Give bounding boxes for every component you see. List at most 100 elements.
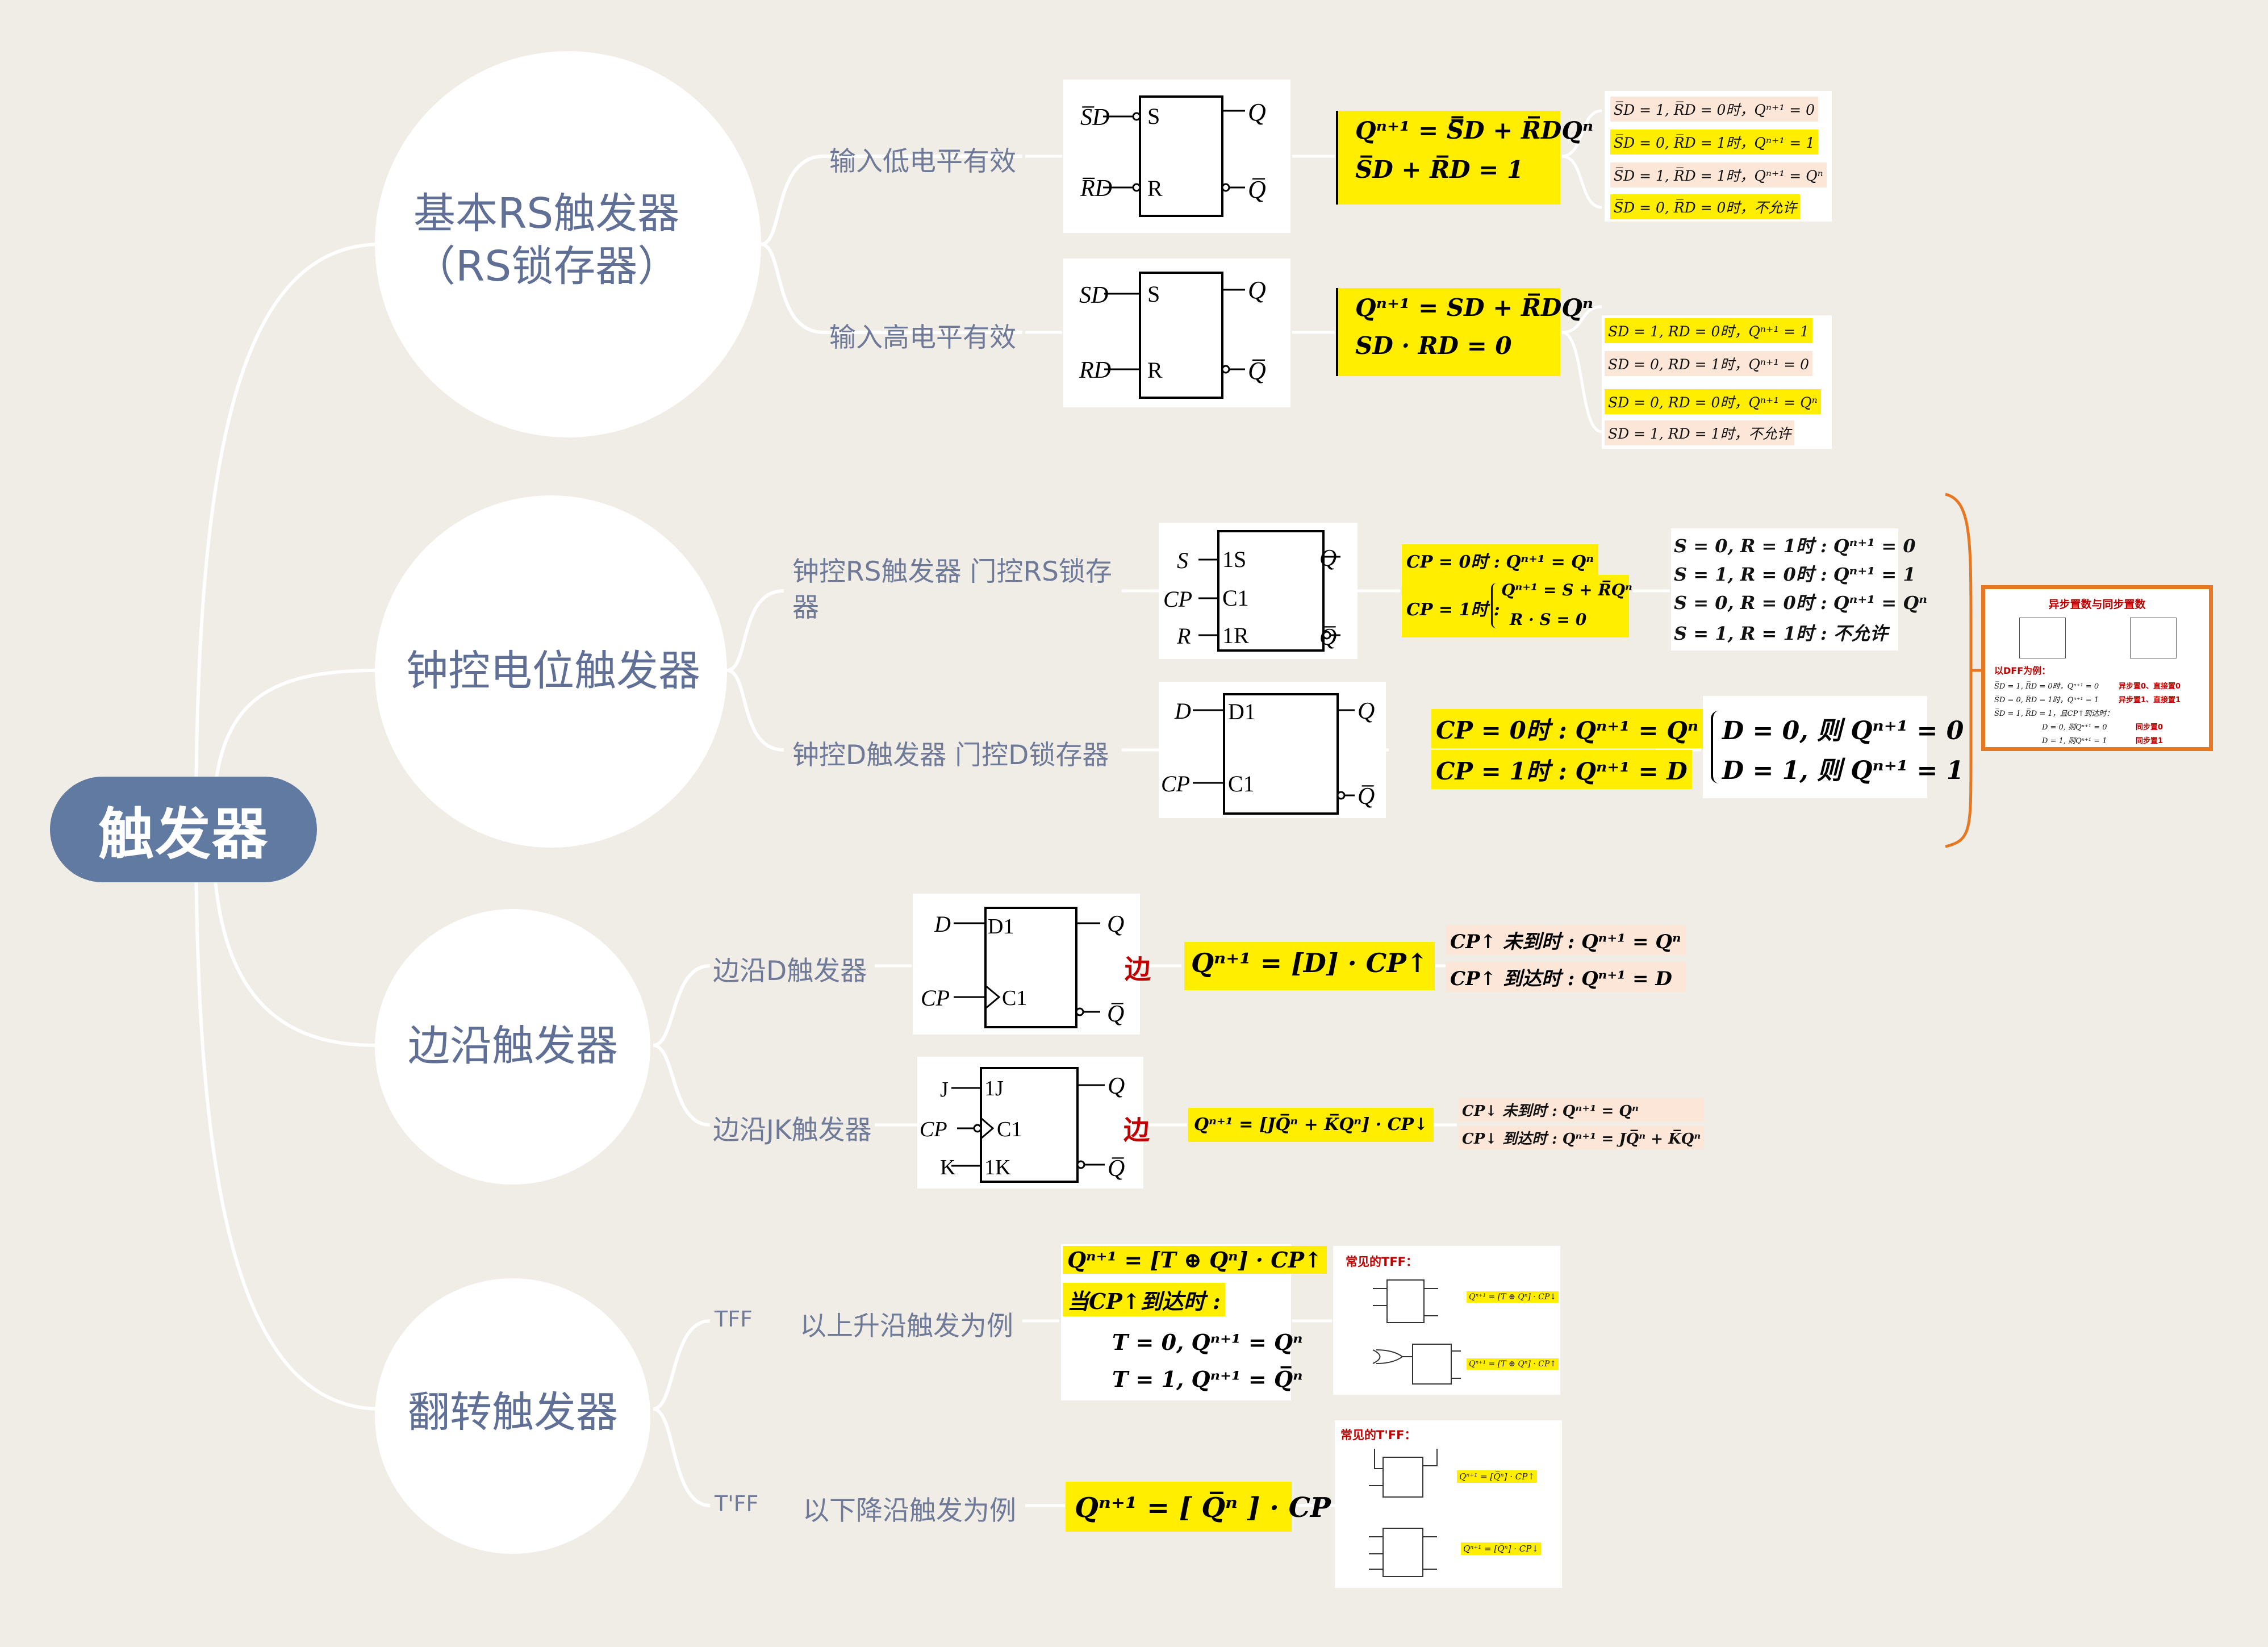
sub-low-label[interactable]: 输入低电平有效 [829,146,1016,177]
branch-toggle-title: 翻转触发器 [408,1388,618,1437]
gate-clocked-rs: S CP R 1S C1 1R Q Q̅ [1159,523,1358,659]
note-title: 异步置数与同步置数 [2048,598,2146,611]
gate-output-q: Q [1319,545,1336,572]
gate-output-q: Q [1248,276,1266,304]
gate-basic-low: S̅D R̅D S R Q Q̅ [1063,80,1290,233]
gate-output-q: Q [1248,98,1266,126]
note-example: 以DFF为例： [1994,665,2051,676]
async-sync-note[interactable]: 异步置数与同步置数 以DFF为例： S̅D = 1, R̅D = 0时，Qⁿ⁺¹… [1981,585,2213,751]
gate-input-1: J [940,1078,949,1102]
formula-line-2: S̅D + R̅D = 1 [1355,156,1524,184]
cases-edge-jk: CP↓ 未到时 : Qⁿ⁺¹ = Qⁿ CP↓ 到达时 : Qⁿ⁺¹ = JQ̅… [1459,1098,1705,1149]
branch-edge-title: 边沿触发器 [408,1021,618,1070]
formula-tff: Qⁿ⁺¹ = [T ⊕ Qⁿ] · CP↑ 当CP↑到达时 : T = 0, Q… [1061,1244,1327,1400]
sub-high-label[interactable]: 输入高电平有效 [829,322,1016,353]
common-formula: Qⁿ⁺¹ = [Q̅ⁿ] · CP↓ [1461,1542,1541,1555]
sub-edge-jk-label[interactable]: 边沿JK触发器 [713,1115,872,1146]
gate-output-qbar: Q̅ [1248,176,1266,203]
gate-pin-2: C1 [1222,585,1249,611]
case-row: CP↑ 未到时 : Qⁿ⁺¹ = Qⁿ [1446,925,1686,955]
formula-line-1: CP = 1时 : [1406,600,1500,620]
common-t2ff: 常见的T'FF： Qⁿ⁺¹ = [Q̅ⁿ] · CP↑ Qⁿ⁺¹ = [Q̅ⁿ]… [1335,1420,1562,1588]
sub-tff-label[interactable]: 以上升沿触发为例 [800,1311,1013,1342]
note-diagram-right [2130,618,2177,658]
gate-pin-1: 1J [984,1077,1004,1100]
root-node[interactable]: 触发器 [50,777,317,882]
gate-output-qbar: Q̅ [1319,624,1336,651]
cases-edge-d: CP↑ 未到时 : Qⁿ⁺¹ = Qⁿ CP↑ 到达时 : Qⁿ⁺¹ = D [1446,925,1686,992]
cases-basic-low: S̅D = 1, R̅D = 0时，Qⁿ⁺¹ = 0 S̅D = 0, R̅D … [1605,91,1832,222]
case-row: S = 1, R = 1时 : 不允许 [1674,623,1888,644]
case-row: S = 1, R = 0时 : Qⁿ⁺¹ = 1 [1674,564,1916,585]
case-row: CP↑ 到达时 : Qⁿ⁺¹ = D [1446,962,1686,992]
gate-basic-high: SD RD S R Q Q̅ [1063,258,1290,407]
gate-edge-d: D CP D1 C1 Q Q̅ [913,894,1140,1035]
case-row: SD = 0, RD = 1时，Qⁿ⁺¹ = 0 [1605,351,1813,376]
gate-pin-2: R [1147,176,1163,201]
common-tff-diagram [1372,1279,1461,1385]
gate-output-q: Q [1107,911,1124,937]
branch-edge[interactable] [375,909,650,1185]
gate-input-1: S [1177,548,1188,573]
common-formula: Qⁿ⁺¹ = [Q̅ⁿ] · CP↑ [1457,1470,1537,1483]
common-t2ff-diagram [1369,1449,1438,1577]
gate-pin-2: C1 [1002,986,1027,1010]
gate-input-2: CP [1161,771,1190,797]
note-tag: 异步置1、直接置1 [2119,696,2181,704]
gate-input-3: K [940,1156,956,1179]
formula-t2ff: Qⁿ⁺¹ = [ Q̅ⁿ ] · CP↓ [1066,1482,1354,1532]
sub-t2ff-label[interactable]: 以下降沿触发为例 [803,1495,1016,1527]
gate-input-2: R̅D [1080,176,1112,202]
note-row: D = 0, 则Qⁿ⁺¹ = 0 [2042,723,2107,732]
case-row: SD = 0, RD = 0时，Qⁿ⁺¹ = Qⁿ [1605,389,1821,414]
gate-input-1: D [934,911,951,937]
gate-output-qbar: Q̅ [1108,1156,1125,1182]
case-row: SD = 1, RD = 0时，Qⁿ⁺¹ = 1 [1605,318,1813,343]
gate-pin-1: S [1147,103,1160,129]
case-row: S̅D = 0, R̅D = 0时，不允许 [1610,194,1801,219]
gate-pin-3: 1R [1222,623,1249,648]
formula-line-4: T = 1, Qⁿ⁺¹ = Q̅ⁿ [1112,1366,1303,1392]
case-row: S̅D = 1, R̅D = 0时，Qⁿ⁺¹ = 0 [1610,97,1819,122]
case-row: S̅D = 1, R̅D = 1时，Qⁿ⁺¹ = Qⁿ [1610,162,1827,187]
case-row: D = 0, 则 Qⁿ⁺¹ = 0 [1722,716,1964,745]
note-tag: 同步置0 [2136,723,2163,732]
formula-line-1: Qⁿ⁺¹ = S̿D + R̅DQⁿ [1355,116,1594,144]
common-tff: 常见的TFF： Qⁿ⁺¹ = [T ⊕ Qⁿ] · CP↓ Qⁿ⁺¹ = [T … [1333,1246,1560,1395]
gate-input-2: CP [920,1118,947,1141]
gate-output-q: Q [1358,698,1375,724]
branch-basic-rs[interactable] [375,51,761,437]
sub-edge-d-label[interactable]: 边沿D触发器 [713,956,867,987]
branch-toggle[interactable] [375,1278,650,1554]
common-formula: Qⁿ⁺¹ = [T ⊕ Qⁿ] · CP↓ [1467,1291,1559,1303]
case-row: S̅D = 0, R̅D = 1时，Qⁿ⁺¹ = 1 [1610,130,1819,155]
branch-clocked-title: 钟控电位触发器 [406,647,700,695]
edge-mark: 边 [1123,1115,1150,1145]
formula-line-3: R · S = 0 [1510,610,1587,629]
note-tag: 异步置0、直接置0 [2119,682,2181,691]
formula-basic-high: Qⁿ⁺¹ = SD + R̅DQⁿ SD · RD = 0 [1336,288,1594,376]
note-diagram-left [2019,618,2066,658]
branch-clocked[interactable] [375,495,727,848]
sub-clocked-d-label[interactable]: 钟控D触发器 门控D锁存器 [792,740,1109,771]
gate-output-qbar: Q̅ [1358,783,1375,810]
gate-output-qbar: Q̅ [1248,357,1266,385]
formula-line-1: Qⁿ⁺¹ = SD + R̅DQⁿ [1355,294,1594,322]
common-formula: Qⁿ⁺¹ = [T ⊕ Qⁿ] · CP↑ [1467,1358,1559,1370]
gate-output-q: Q [1108,1073,1125,1099]
gate-input-3: R [1176,623,1191,649]
formula-clocked-rs-a: CP = 0时 : Qⁿ⁺¹ = Qⁿ [1402,544,1599,576]
branch-basic-rs-title: 基本RS触发器 （RS锁存器） [413,189,680,291]
formula-line-3: T = 0, Qⁿ⁺¹ = Qⁿ [1112,1329,1303,1355]
case-row: CP↓ 未到时 : Qⁿ⁺¹ = Qⁿ [1459,1098,1705,1121]
common-title: 常见的TFF： [1346,1255,1418,1269]
gate-pin-1: 1S [1222,547,1246,572]
cases-basic-high: SD = 1, RD = 0时，Qⁿ⁺¹ = 1 SD = 0, RD = 1时… [1602,315,1832,449]
gate-pin-1: D1 [1228,699,1256,724]
sub-clocked-rs-label[interactable]: 钟控RS触发器 门控RS锁存器 [792,556,1112,624]
cases-clocked-rs: S = 0, R = 1时 : Qⁿ⁺¹ = 0 S = 1, R = 0时 :… [1671,528,1927,651]
gate-pin-2: C1 [1228,771,1255,797]
case-row: CP↓ 到达时 : Qⁿ⁺¹ = JQ̅ⁿ + K̅Qⁿ [1459,1126,1705,1149]
gate-edge-jk: J CP K 1J C1 1K Q Q̅ [917,1057,1143,1189]
note-row: S̅D = 1, R̅D = 0时，Qⁿ⁺¹ = 0 [1994,682,2099,691]
